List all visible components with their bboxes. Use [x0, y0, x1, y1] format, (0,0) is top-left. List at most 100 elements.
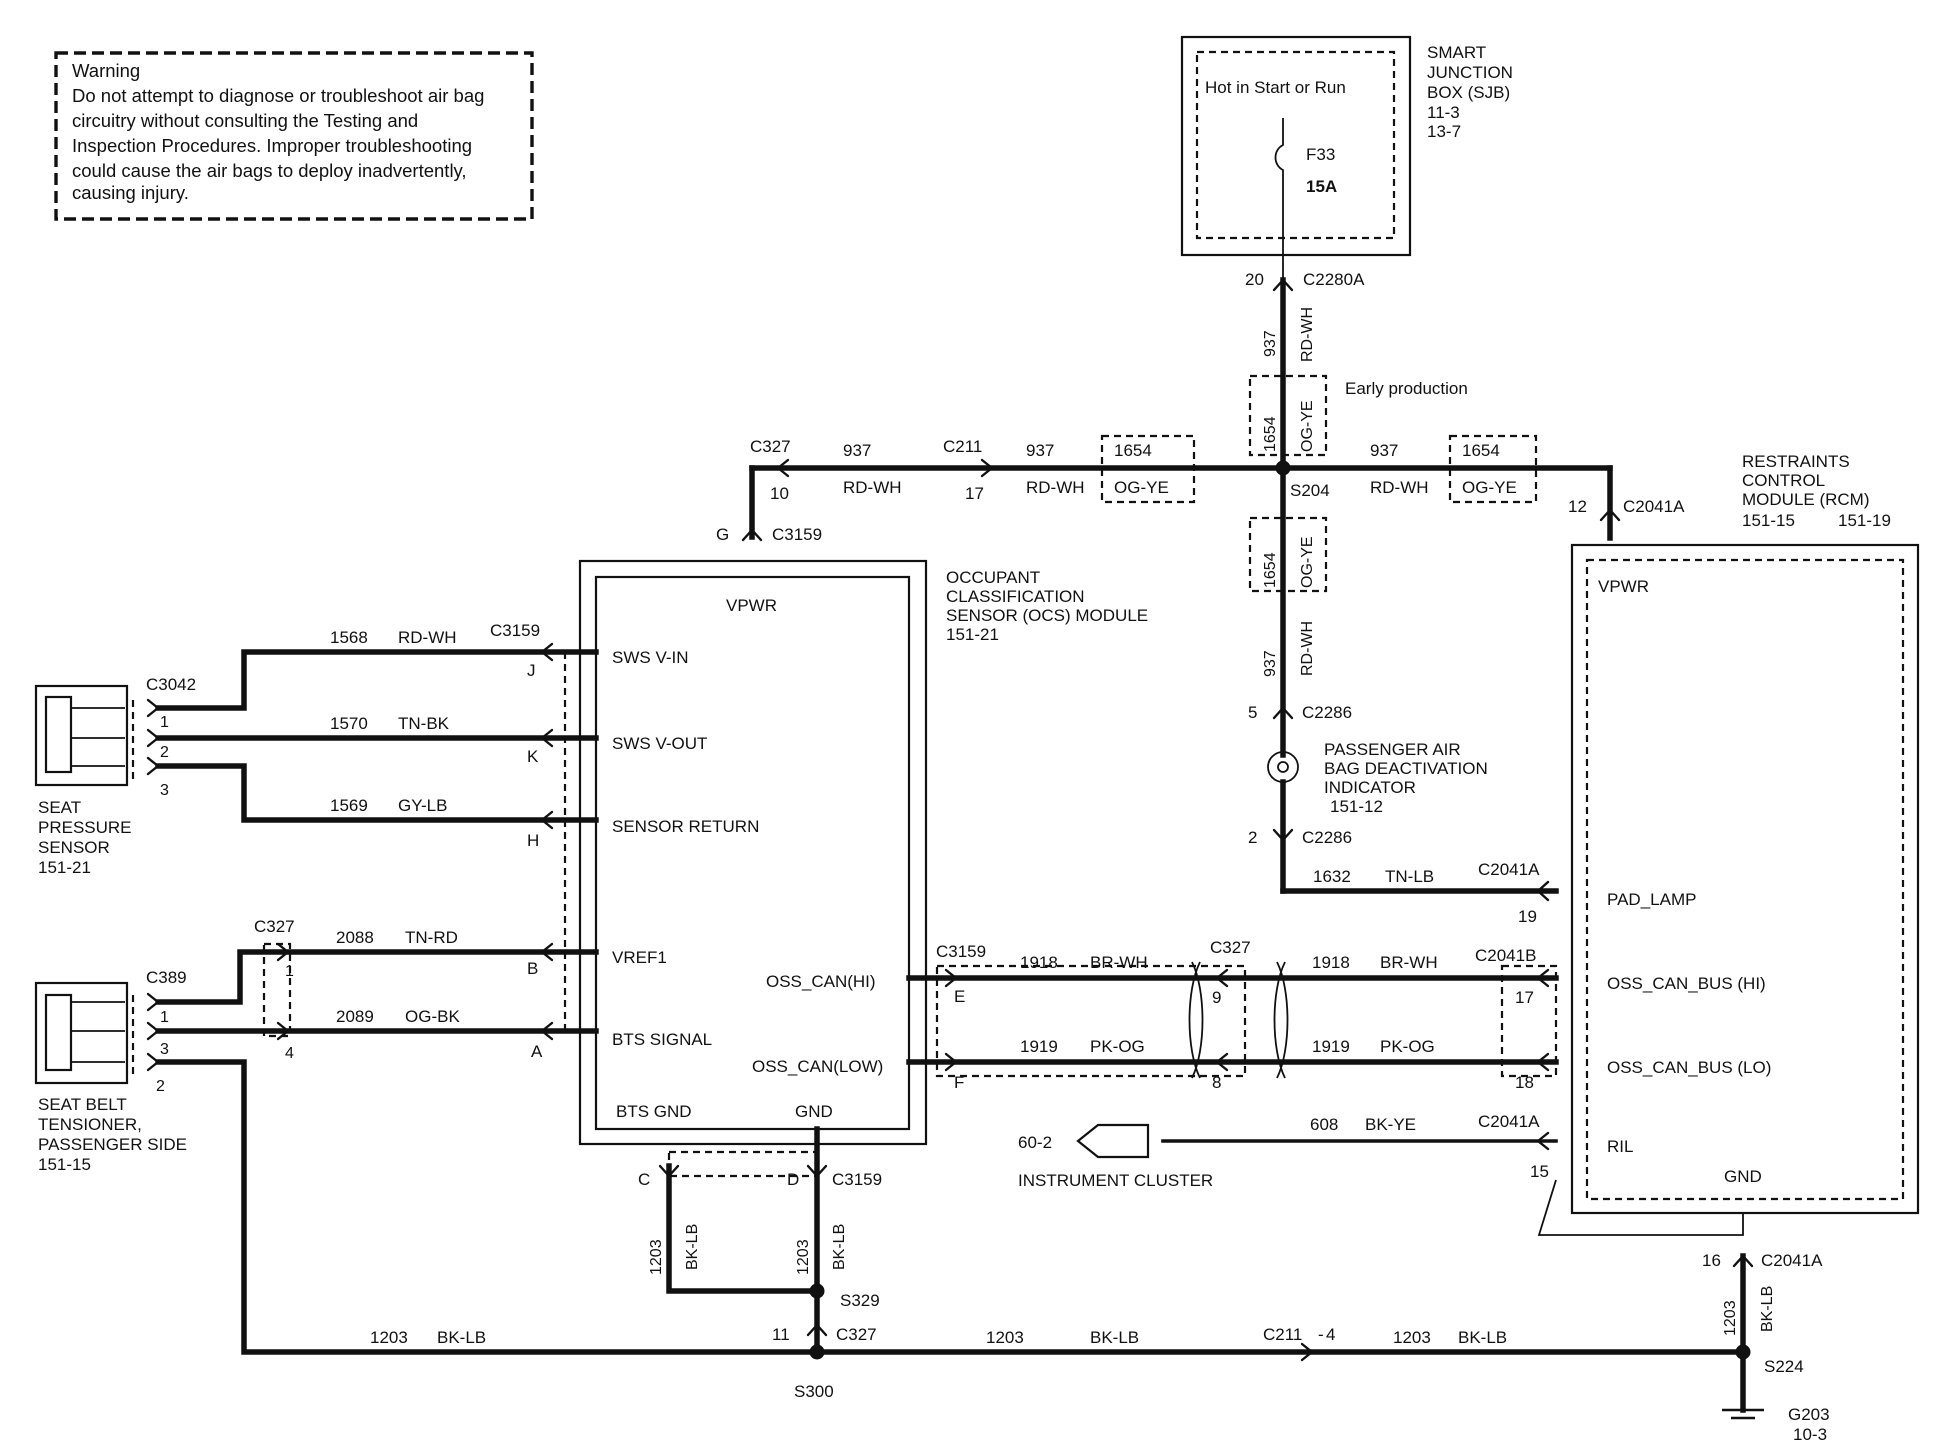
right-alt-circuit: 1654 [1462, 441, 1500, 460]
rcm-name-2: CONTROL [1742, 471, 1825, 490]
c3159-j-arrow [540, 642, 554, 662]
c3159-f-arrow [944, 1052, 958, 1072]
seat-sensor-name-3: SENSOR [38, 838, 110, 857]
c389-pin-1: 1 [160, 1009, 169, 1026]
s224-label: S224 [1764, 1357, 1804, 1376]
ril-circuit: 608 [1310, 1115, 1338, 1134]
seat-sensor-name-2: PRESSURE [38, 818, 132, 837]
c2041a-vpwr-arrow [1599, 508, 1621, 522]
ocs-name-3: SENSOR (OCS) MODULE [946, 606, 1148, 625]
c327-label-left: C327 [254, 917, 295, 936]
c2286-out-arrow [1272, 828, 1294, 842]
c2041a-ril-arrow [1536, 1131, 1550, 1151]
left-alt-color: OG-YE [1114, 478, 1169, 497]
can-dashed-region [935, 964, 1247, 1078]
rcm-gnd-circuit: 1203 [1722, 1300, 1739, 1336]
c3159-d-arrow [806, 1164, 828, 1178]
rcm-gnd-internal-line [1537, 1179, 1744, 1236]
c2286-pin-5: 5 [1248, 703, 1257, 722]
c211-connector-arrow [980, 458, 994, 478]
rcm-vpwr: VPWR [1598, 577, 1649, 596]
can-hi-circuit: 1918 [1020, 953, 1058, 972]
ril-pin-15: 15 [1530, 1162, 1549, 1181]
early-circuit-lower: 1654 [1262, 552, 1279, 588]
early-production-label: Early production [1345, 379, 1468, 398]
twisted-pair-right-icon [1273, 961, 1289, 1079]
ocs-sws-vin: SWS V-IN [612, 648, 689, 667]
w2089-circuit: 2089 [336, 1007, 374, 1026]
fuse-symbol [1274, 118, 1284, 280]
c2041b-pin-17: 17 [1515, 988, 1534, 1007]
tensioner-ref: 151-15 [38, 1155, 91, 1174]
sjb-ref-2: 13-7 [1427, 122, 1461, 141]
gnd-d-color: BK-LB [831, 1224, 848, 1270]
c3159-c-arrow [658, 1164, 680, 1178]
bus-color-2: BK-LB [1090, 1328, 1139, 1347]
rcm-name-3: MODULE (RCM) [1742, 490, 1870, 509]
c327-pin9-arrow [1215, 968, 1229, 988]
sjb-hot-label: Hot in Start or Run [1205, 78, 1346, 97]
bus-circuit-2: 1203 [986, 1328, 1024, 1347]
rcm-oss-lo: OSS_CAN_BUS (LO) [1607, 1058, 1771, 1077]
splice-s224 [1735, 1344, 1751, 1360]
w1568-circuit: 1568 [330, 628, 368, 647]
can-hi-color: BR-WH [1090, 953, 1148, 972]
c3042-label: C3042 [146, 675, 196, 694]
wire-1568 [155, 649, 599, 711]
warning-line-1: Do not attempt to diagnose or troublesho… [72, 85, 484, 106]
sjb-name-2: JUNCTION [1427, 63, 1513, 82]
c3159-g-arrow [741, 528, 763, 542]
splice-s300 [809, 1344, 825, 1360]
ocs-gnd: GND [795, 1102, 833, 1121]
warning-box: Warning Do not attempt to diagnose or tr… [54, 51, 534, 221]
early-color-lower: OG-YE [1299, 536, 1316, 588]
indicator-name-2: BAG DEACTIVATION [1324, 759, 1488, 778]
ocs-sensor-return: SENSOR RETURN [612, 817, 759, 836]
ocs-pin-c: C [638, 1170, 650, 1189]
c211-label: C211 [943, 437, 982, 456]
wire-1203-ground-bus [155, 1059, 1746, 1355]
c2041b-label: C2041B [1475, 946, 1536, 965]
can-hi-right-circuit: 1918 [1312, 953, 1350, 972]
ground-symbol-g203 [1722, 1408, 1764, 1420]
s204-label: S204 [1290, 481, 1330, 500]
c327-pin8-arrow [1215, 1052, 1229, 1072]
indicator-ref: 151-12 [1330, 797, 1383, 816]
c2041b-dashed-connector [1500, 964, 1558, 1078]
c3042-pin-1: 1 [160, 714, 169, 731]
ocs-name-1: OCCUPANT [946, 568, 1040, 587]
early-production-box-upper [1248, 374, 1328, 457]
seat-sensor-ref: 151-21 [38, 858, 91, 877]
pad-color: TN-LB [1385, 867, 1434, 886]
left-circuit-a: 937 [843, 441, 871, 460]
warning-line-3: Inspection Procedures. Improper troubles… [72, 135, 472, 156]
indicator-name-3: INDICATOR [1324, 778, 1416, 797]
ocs-pin-f: F [954, 1073, 964, 1092]
wire-1569 [155, 763, 599, 823]
w1570-color: TN-BK [398, 714, 450, 733]
w2089-color: OG-BK [405, 1007, 460, 1026]
w2088-color: TN-RD [405, 928, 458, 947]
w1569-circuit: 1569 [330, 796, 368, 815]
left-color-b: RD-WH [1026, 478, 1085, 497]
c3159-a-arrow [540, 1021, 554, 1041]
ocs-pin-a: A [531, 1042, 543, 1061]
ril-connector: C2041A [1478, 1112, 1540, 1131]
c3159-e-arrow [944, 968, 958, 988]
ocs-pin-g: G [716, 525, 729, 544]
tensioner-name-1: SEAT BELT [38, 1095, 127, 1114]
smart-junction-box: Hot in Start or Run F33 15A SMART JUNCTI… [1180, 35, 1513, 280]
main-color: RD-WH [1299, 307, 1316, 362]
c2286-pin-2: 2 [1248, 828, 1257, 847]
rcm-ref-1: 151-15 [1742, 511, 1795, 530]
instrument-cluster-connector-icon [1076, 1123, 1150, 1159]
c327-pin-11: 11 [772, 1325, 790, 1344]
ocs-name-ref: 151-21 [946, 625, 999, 644]
early-circuit-upper: 1654 [1262, 416, 1279, 452]
c211-pin-17: 17 [965, 484, 984, 503]
c3042-pin-2: 2 [160, 744, 169, 761]
pad-connector: C2041A [1478, 860, 1540, 879]
c3159-h-arrow [540, 810, 554, 830]
c2286-in-arrow [1272, 706, 1294, 720]
seat-sensor-name-1: SEAT [38, 798, 81, 817]
